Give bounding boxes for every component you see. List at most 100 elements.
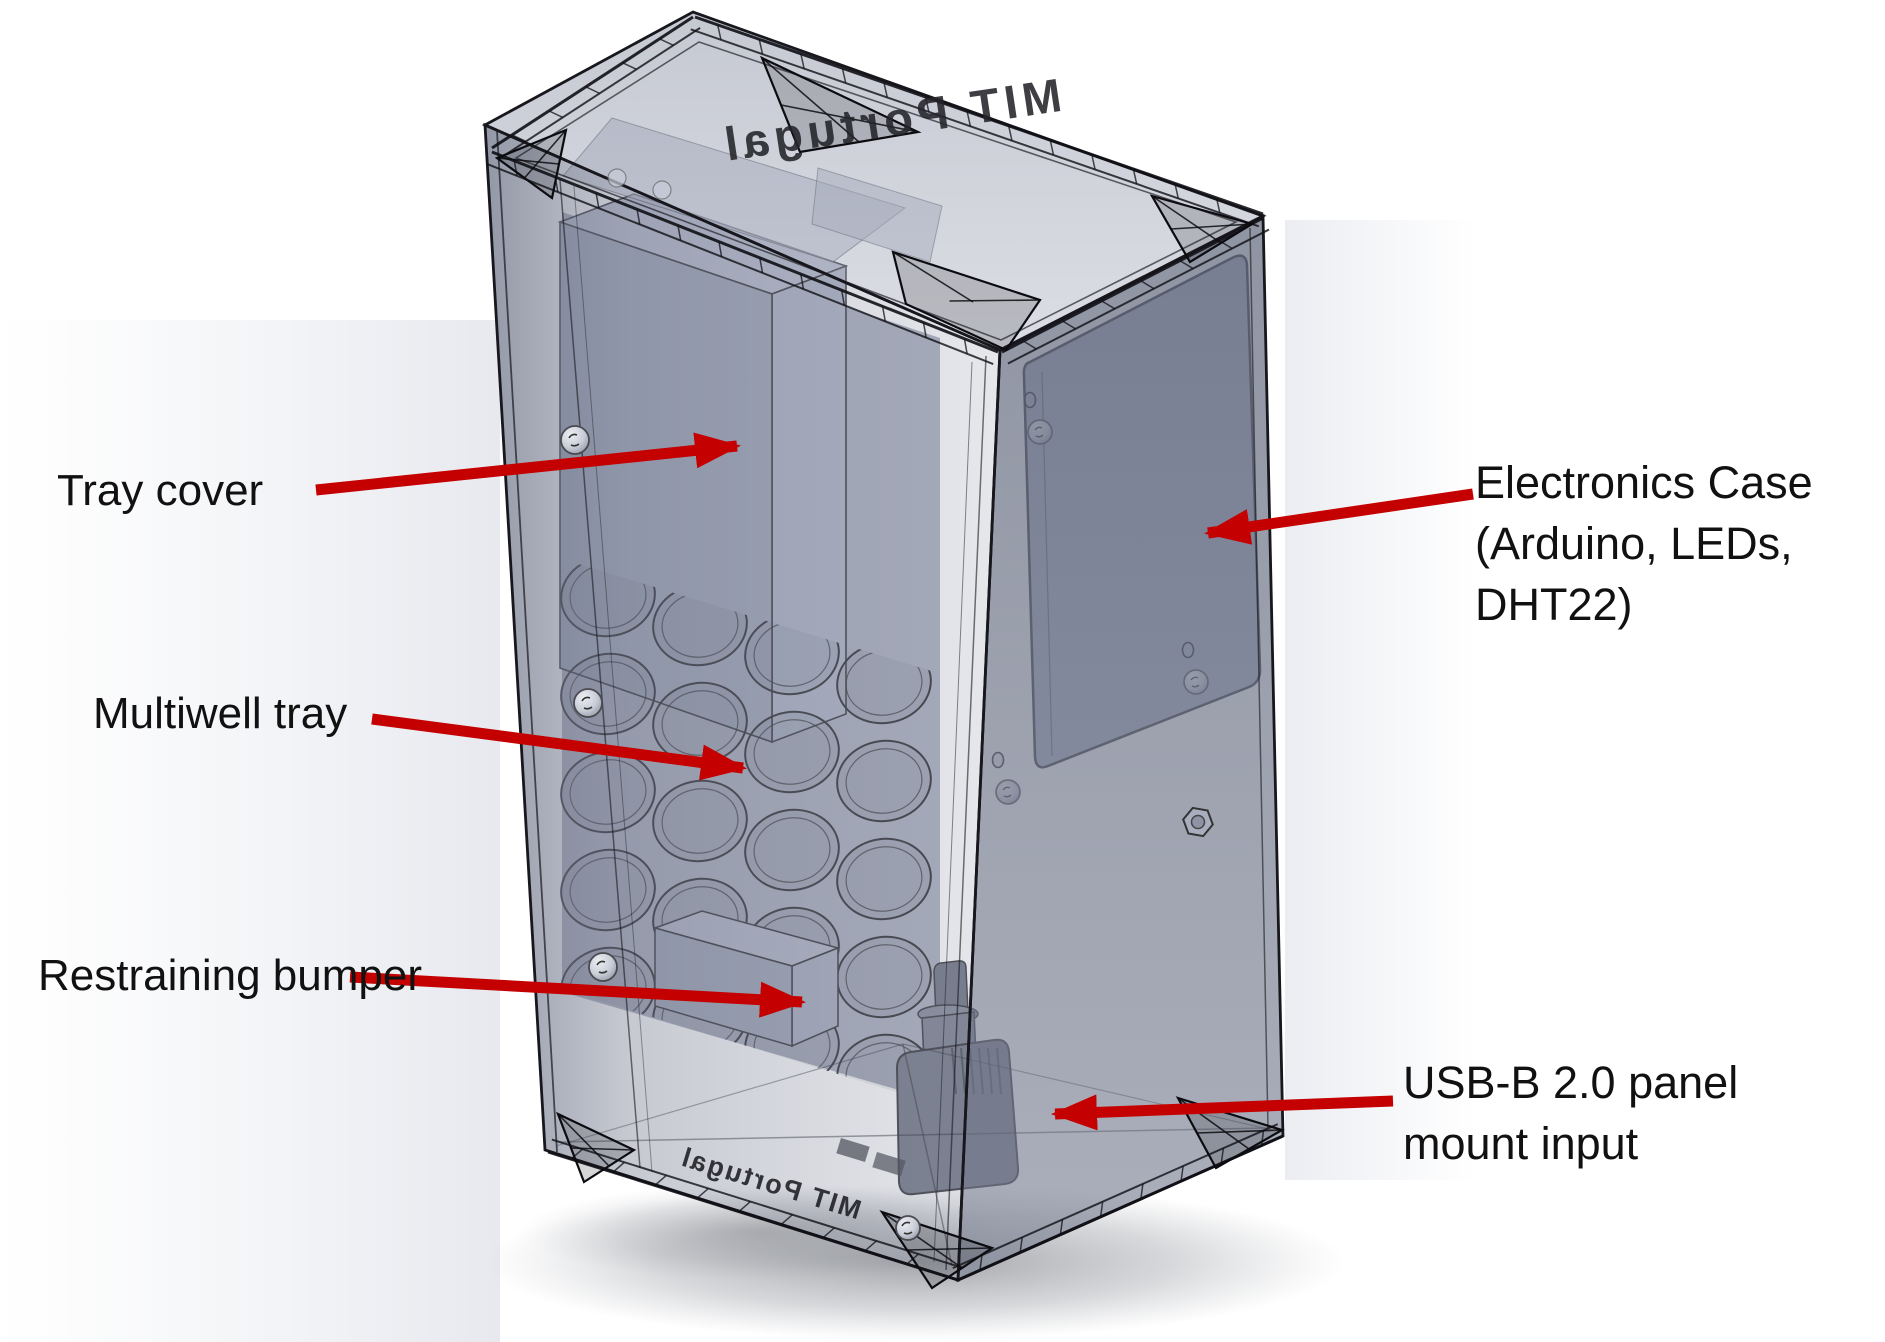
bracket-strut [892, 251, 974, 303]
truss-hatch [1059, 1219, 1064, 1235]
truss-hatch [1179, 260, 1194, 270]
label-usb-input-line2: mount input [1403, 1118, 1639, 1169]
truss-hatch [963, 338, 968, 354]
truss-hatch [800, 53, 805, 69]
truss-hatch [1091, 154, 1096, 170]
truss-hatch [881, 306, 887, 322]
bracket-strut [523, 129, 567, 179]
bracket-strut [780, 104, 919, 133]
truss-hatch [822, 1227, 835, 1239]
truss-hatch [612, 1161, 625, 1173]
label-electronics-case: Electronics Case (Arduino, LEDs, DHT22) [1475, 452, 1813, 635]
truss-hatch [1022, 340, 1037, 350]
truss-rail [486, 163, 994, 366]
bracket-strut [761, 57, 860, 143]
truss-hatch [1101, 300, 1116, 310]
usb-input-arrow [1051, 1094, 1394, 1131]
truss-rail [491, 150, 999, 354]
truss-hatch [716, 24, 722, 40]
background-wash-left [0, 320, 500, 1342]
truss-rail [952, 1123, 1279, 1270]
bracket-strut [570, 1147, 635, 1151]
truss-hatch [1132, 168, 1138, 185]
label-electronics-case-line1: Electronics Case [1475, 457, 1813, 508]
label-electronics-case-line3: DHT22) [1475, 579, 1633, 630]
truss-hatch [864, 1240, 877, 1252]
bracket-strut [557, 1113, 610, 1167]
truss-hatch [1260, 1130, 1265, 1146]
truss-hatch [979, 1255, 983, 1271]
truss-hatch [1140, 280, 1155, 290]
truss-hatch [1174, 183, 1179, 199]
label-tray-cover: Tray cover [57, 461, 263, 521]
screw-drive [901, 1221, 913, 1235]
screw-drive [596, 960, 608, 974]
label-restraining-bumper-text: Restraining bumper [38, 951, 422, 1000]
enclosure-glass [485, 12, 1283, 1280]
truss-hatch [800, 273, 805, 290]
truss-hatch [1099, 1201, 1104, 1217]
washer [652, 180, 672, 200]
truss-hatch [1215, 197, 1221, 213]
truss-hatch [840, 290, 846, 306]
restraining-bumper-arrow [349, 971, 806, 1018]
truss-hatch [654, 1174, 667, 1186]
hex-nut [1182, 806, 1214, 838]
screw [588, 952, 618, 982]
bracket-strut [1170, 223, 1253, 230]
truss-hatch [883, 82, 888, 98]
truss-hatch [1019, 1237, 1023, 1253]
screw [895, 1215, 921, 1241]
bracket-strut [496, 157, 560, 165]
label-restraining-bumper: Restraining bumper [38, 946, 422, 1006]
washer [607, 168, 627, 188]
truss-hatch [511, 134, 527, 143]
truss-hatch [1062, 320, 1076, 330]
truss-hatch [1180, 1165, 1184, 1182]
background-wash-right [1285, 220, 1475, 1180]
truss-hatch [677, 225, 682, 241]
truss-hatch [841, 67, 847, 84]
truss-hatch [738, 1201, 751, 1213]
truss-hatch [758, 39, 764, 55]
truss-hatch [966, 111, 972, 127]
truss-rail [690, 28, 1260, 228]
truss-rail [1007, 228, 1270, 365]
truss-hatch [759, 257, 764, 274]
truss-hatch [922, 322, 927, 338]
bracket-strut [881, 1211, 963, 1269]
label-electronics-case-line2: (Arduino, LEDs, [1475, 518, 1793, 569]
bracket-strut [1196, 1129, 1283, 1134]
screw-drive [581, 696, 593, 710]
truss-rail [547, 1150, 959, 1282]
truss-hatch [548, 110, 564, 119]
glass-right-face [958, 216, 1283, 1280]
label-usb-input-line1: USB-B 2.0 panel [1403, 1057, 1739, 1108]
frame-trusses [486, 15, 1284, 1282]
wall-screws [560, 168, 921, 1241]
label-multiwell-tray-text: Multiwell tray [93, 689, 348, 738]
truss-hatch [570, 1148, 583, 1160]
label-usb-input: USB-B 2.0 panel mount input [1403, 1052, 1738, 1174]
truss-hatch [696, 1187, 709, 1200]
truss-hatch [622, 62, 637, 71]
truss-hatch [1007, 125, 1013, 141]
screw [573, 688, 603, 718]
label-multiwell-tray: Multiwell tray [93, 684, 347, 744]
truss-rail [694, 15, 1264, 216]
truss-hatch [718, 241, 723, 257]
corner-brackets [494, 55, 1285, 1290]
truss-hatch [1049, 140, 1055, 156]
glass-top-face [485, 12, 1263, 350]
truss-hatch [595, 193, 600, 209]
annotation-arrows [315, 432, 1474, 1131]
truss-hatch [585, 86, 600, 95]
bracket-strut [1151, 195, 1222, 244]
truss-hatch [1140, 1183, 1144, 1200]
truss-hatch [659, 38, 674, 47]
truss-hatch [636, 209, 641, 225]
screw-drive [568, 433, 580, 447]
label-tray-cover-text: Tray cover [57, 466, 264, 515]
